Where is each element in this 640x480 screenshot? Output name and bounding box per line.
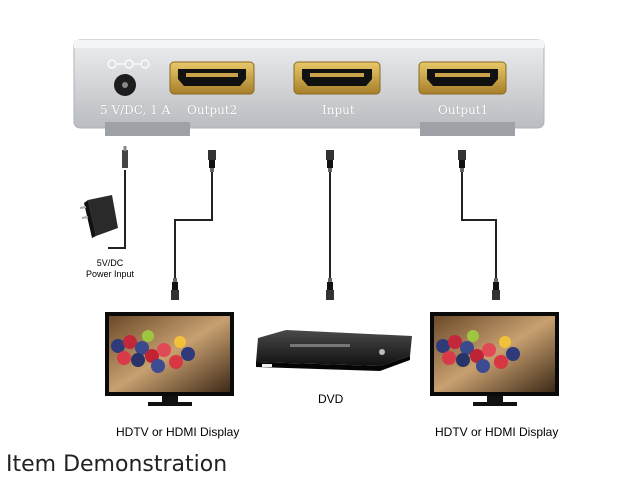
power-caption-line2: Power Input	[85, 269, 135, 279]
power-input-caption: 5V/DC Power Input	[78, 258, 142, 280]
right-tv-icon	[430, 312, 559, 406]
input-port-label: Input	[322, 103, 355, 117]
hdmi-port-output2	[169, 61, 255, 95]
hdmi-splitter-diagram	[73, 39, 559, 406]
power-port-label: 5 V/DC, 1 A	[100, 103, 171, 117]
left-tv-icon	[105, 312, 234, 406]
power-caption-line1: 5V/DC	[96, 258, 124, 268]
power-adapter-icon	[79, 195, 118, 238]
right-display-caption: HDTV or HDMI Display	[435, 425, 559, 439]
cable-plugs	[122, 146, 500, 300]
cables	[108, 170, 497, 282]
hdmi-port-input	[293, 61, 381, 95]
dc-power-jack	[107, 59, 150, 96]
output2-port-label: Output2	[187, 103, 238, 117]
dvd-caption: DVD	[318, 392, 344, 406]
output1-port-label: Output1	[438, 103, 489, 117]
left-display-caption: HDTV or HDMI Display	[116, 425, 240, 439]
dvd-player-icon	[256, 330, 412, 371]
hdmi-splitter-device	[73, 39, 545, 136]
hdmi-port-output1	[418, 61, 507, 95]
page-title: Item Demonstration	[6, 452, 228, 477]
